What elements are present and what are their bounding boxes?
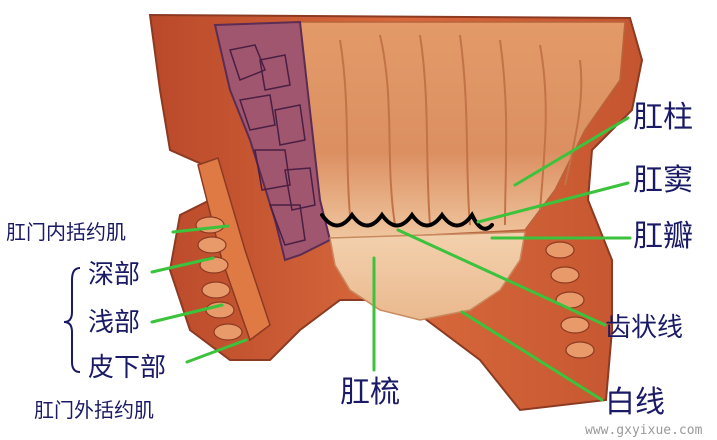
label-subcutaneous-part: 皮下部 [88, 353, 167, 383]
pointer-anal-sinus [476, 181, 630, 224]
pointer-internal-sphincter [171, 224, 230, 234]
pointer-subcutaneous-part [185, 338, 248, 364]
label-anal-columns: 肛柱 [633, 100, 693, 135]
label-white-line: 白线 [605, 385, 665, 420]
label-anal-pecten: 肛梳 [340, 375, 400, 410]
pointer-white-line [460, 310, 604, 402]
label-deep-part: 深部 [88, 260, 141, 290]
label-anal-valve: 肛瓣 [633, 219, 693, 254]
watermark-text: www.gxyixue.com [585, 423, 703, 438]
venous-plexus [213, 20, 332, 262]
anal-pecten-area [329, 231, 526, 321]
pointer-anal-columns [513, 116, 630, 187]
pointer-superficial-part [150, 303, 224, 324]
external-sphincter-brace [63, 267, 81, 373]
label-dentate-line: 齿状线 [605, 313, 684, 343]
label-superficial-part: 浅部 [88, 308, 141, 338]
label-external-sphincter: 肛门外括约肌 [34, 398, 154, 422]
pointer-deep-part [150, 256, 215, 274]
label-anal-sinus: 肛窦 [633, 163, 693, 198]
pointer-lines [150, 116, 632, 402]
pointer-dentate-line [396, 228, 607, 327]
anal-columns-folds [339, 34, 583, 226]
label-internal-sphincter: 肛门内括约肌 [6, 220, 126, 244]
venous-plexus-cells [229, 44, 316, 246]
dentate-line [320, 211, 494, 231]
